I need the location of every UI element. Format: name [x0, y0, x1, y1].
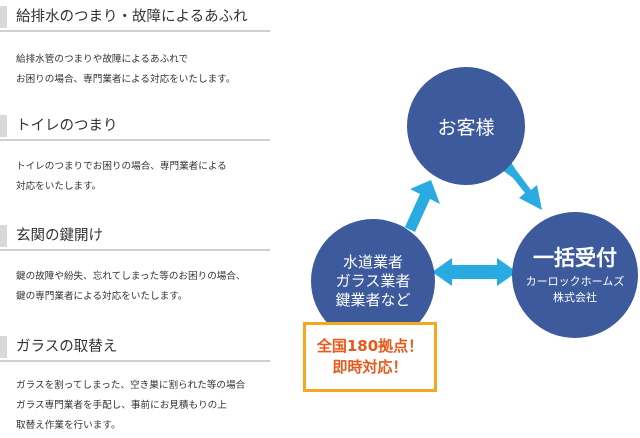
section-title: 給排水のつまり・故障によるあふれ	[16, 9, 248, 25]
body-line: 給排水管のつまりや故障によるあふれで	[16, 54, 189, 65]
service-section-plumbing: 給排水のつまり・故障によるあふれ 給排水管のつまりや故障によるあふれで お困りの…	[0, 4, 270, 90]
body-line: 鍵の故障や紛失、忘れてしまった等のお困りの場合、	[16, 271, 246, 282]
body-line: ガラスを割ってしまった、空き巣に割られた等の場合	[16, 380, 246, 391]
body-line: トイレのつまりでお困りの場合、専門業者による	[16, 161, 227, 172]
service-section-toilet: トイレのつまり トイレのつまりでお困りの場合、専門業者による 対応をいたします。	[0, 113, 270, 197]
arrow-up-right-icon	[393, 180, 440, 232]
badge-line: 即時対応！	[332, 358, 408, 376]
section-body: 給排水管のつまりや故障によるあふれで お困りの場合、専門業者による対応をいたしま…	[0, 50, 270, 90]
section-body: 鍵の故障や紛失、忘れてしまった等のお困りの場合、 鍵の専門業者による対応をいたし…	[0, 267, 270, 307]
reception-circle: 一括受付 カーロックホームズ 株式会社	[512, 212, 638, 338]
heading-bar	[0, 115, 7, 137]
nationwide-badge: 全国180拠点！ 即時対応！	[303, 322, 437, 392]
arrow-down-right-icon	[497, 159, 542, 210]
heading-bar	[0, 225, 7, 247]
body-line: ガラス専門業者を手配し、事前にお見積もりの上	[16, 400, 227, 411]
heading-bar	[0, 336, 7, 358]
section-heading: トイレのつまり	[0, 113, 270, 141]
arrow-vendors-to-customer	[393, 180, 440, 232]
section-heading: ガラスの取替え	[0, 334, 270, 362]
vendor-label: 水道業者	[342, 252, 403, 271]
body-line: 鍵の専門業者による対応をいたします。	[16, 291, 188, 302]
section-title: 玄関の鍵開け	[16, 228, 103, 244]
service-section-key: 玄関の鍵開け 鍵の故障や紛失、忘れてしまった等のお困りの場合、 鍵の専門業者によ…	[0, 223, 270, 307]
customer-circle: お客様	[407, 67, 525, 185]
body-line: お困りの場合、専門業者による対応をいたします。	[16, 74, 236, 85]
reception-title: 一括受付	[533, 246, 617, 270]
body-line: 対応をいたします。	[16, 181, 102, 192]
reception-company-line: 株式会社	[553, 291, 597, 304]
service-section-glass: ガラスの取替え ガラスを割ってしまった、空き巣に割られた等の場合 ガラス専門業者…	[0, 334, 270, 436]
vendor-label: 鍵業者など	[335, 290, 411, 309]
badge-line: 全国180拠点！	[316, 337, 424, 355]
double-arrow-icon	[432, 258, 517, 286]
section-title: ガラスの取替え	[16, 339, 118, 355]
section-heading: 玄関の鍵開け	[0, 223, 270, 251]
body-line: 取替え作業を行います。	[16, 420, 121, 431]
reception-company-line: カーロックホームズ	[525, 275, 625, 288]
arrow-vendors-reception	[432, 258, 517, 286]
section-body: トイレのつまりでお困りの場合、専門業者による 対応をいたします。	[0, 157, 270, 197]
vendor-label: ガラス業者	[335, 271, 411, 290]
arrow-customer-to-reception	[497, 159, 542, 210]
heading-bar	[0, 6, 7, 28]
section-title: トイレのつまり	[16, 118, 118, 134]
section-heading: 給排水のつまり・故障によるあふれ	[0, 4, 270, 32]
section-body: ガラスを割ってしまった、空き巣に割られた等の場合 ガラス専門業者を手配し、事前に…	[0, 376, 270, 436]
customer-label: お客様	[437, 116, 495, 139]
